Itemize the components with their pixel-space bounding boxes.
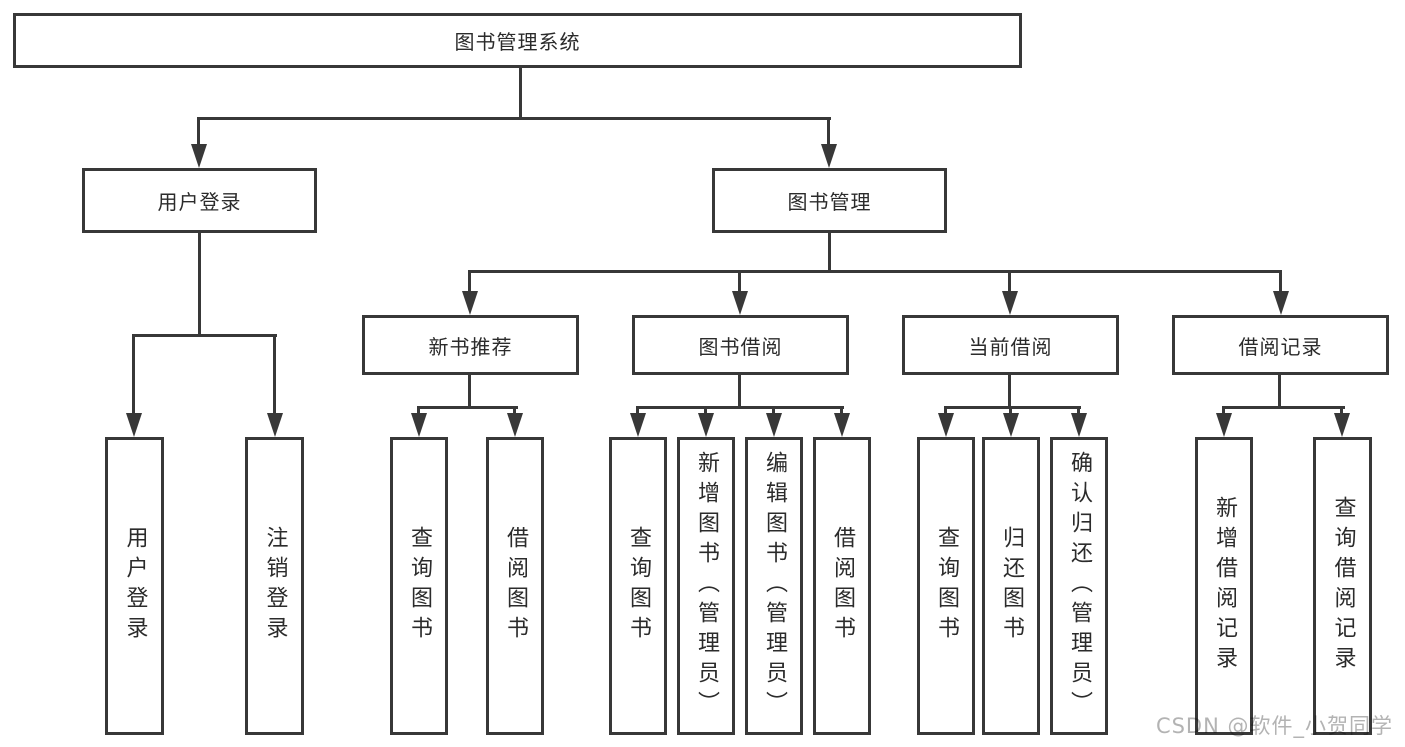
node-label: 用户登录 [157,190,242,214]
leaf-query-borrow-record: 查询借阅记录 [1313,437,1372,735]
arrow-down-icon [698,413,714,437]
connector-line [1222,406,1225,417]
connector-line [1008,375,1011,409]
connector-line [468,270,471,293]
watermark: CSDN @软件_小贺同学 [1155,714,1393,738]
leaf-return-books: 归还图书 [982,437,1040,735]
arrow-down-icon [126,413,142,437]
arrow-down-icon [630,413,646,437]
connector-line [828,233,831,273]
connector-line [772,406,775,417]
connector-line [738,375,741,409]
node-user-login: 用户登录 [82,168,317,233]
node-label: 图书借阅 [698,334,783,359]
arrow-down-icon [1003,413,1019,437]
connector-line [1077,406,1080,417]
node-label: 借阅记录 [1238,334,1323,359]
connector-line [197,117,200,146]
leaf-user-login: 用户登录 [105,437,164,735]
leaf-label: 借阅图书 [503,526,528,646]
node-borrowing-records: 借阅记录 [1172,315,1389,375]
leaf-label: 查询图书 [407,526,432,646]
connector-line [1009,406,1012,417]
leaf-label: 归还图书 [999,526,1024,646]
leaf-add-borrow-record: 新增借阅记录 [1195,437,1253,735]
arrow-down-icon [821,144,837,168]
node-label: 新书推荐 [428,334,513,359]
connector-line [132,334,277,337]
leaf-edit-books-admin: 编辑图书（管理员） [745,437,803,735]
connector-line [513,406,516,417]
connector-line [417,406,518,409]
leaf-label: 新增借阅记录 [1212,496,1237,676]
arrow-down-icon [938,413,954,437]
arrow-down-icon [1216,413,1232,437]
node-label: 图书管理 [787,190,872,214]
connector-line [636,406,844,409]
connector-line [1278,375,1281,409]
leaf-label: 借阅图书 [830,526,855,646]
connector-line [197,117,831,120]
arrow-down-icon [834,413,850,437]
leaf-label: 注销登录 [262,526,288,646]
node-book-management: 图书管理 [712,168,947,233]
arrow-down-icon [411,413,427,437]
connector-line [198,233,201,337]
leaf-add-books-admin: 新增图书（管理员） [677,437,735,735]
leaf-query-books: 查询图书 [609,437,667,735]
connector-line [704,406,707,417]
connector-line [1340,406,1343,417]
node-label: 图书管理系统 [454,30,581,54]
connector-line [132,334,135,415]
arrow-down-icon [732,291,748,315]
arrow-down-icon [507,413,523,437]
connector-line [1279,270,1282,293]
leaf-borrow-books: 借阅图书 [813,437,871,735]
arrow-down-icon [462,291,478,315]
leaf-label: 查询借阅记录 [1330,496,1356,676]
connector-line [840,406,843,417]
connector-line [1222,406,1345,409]
arrow-down-icon [267,413,283,437]
node-library-management-system: 图书管理系统 [13,13,1022,68]
connector-line [944,406,947,417]
connector-line [1008,270,1011,293]
connector-line [636,406,639,417]
leaf-label: 编辑图书（管理员） [762,451,787,721]
leaf-logout: 注销登录 [245,437,304,735]
connector-line [273,334,276,415]
connector-line [827,117,830,146]
leaf-label: 用户登录 [122,526,148,646]
arrow-down-icon [766,413,782,437]
connector-line [468,270,1282,273]
arrow-down-icon [191,144,207,168]
node-new-book-recommendation: 新书推荐 [362,315,579,375]
connector-line [417,406,420,417]
leaf-label: 查询图书 [626,526,651,646]
arrow-down-icon [1071,413,1087,437]
leaf-query-books: 查询图书 [917,437,975,735]
connector-line [944,406,1081,409]
arrow-down-icon [1002,291,1018,315]
node-current-borrowing: 当前借阅 [902,315,1119,375]
leaf-borrow-books: 借阅图书 [486,437,544,735]
node-book-borrowing: 图书借阅 [632,315,849,375]
leaf-confirm-return-admin: 确认归还（管理员） [1050,437,1108,735]
leaf-label: 新增图书（管理员） [694,451,719,721]
connector-line [468,375,471,409]
arrow-down-icon [1334,413,1350,437]
connector-line [738,270,741,293]
connector-line [519,67,522,119]
leaf-label: 确认归还（管理员） [1067,451,1092,721]
leaf-query-books: 查询图书 [390,437,448,735]
arrow-down-icon [1273,291,1289,315]
node-label: 当前借阅 [968,334,1053,359]
leaf-label: 查询图书 [934,526,959,646]
